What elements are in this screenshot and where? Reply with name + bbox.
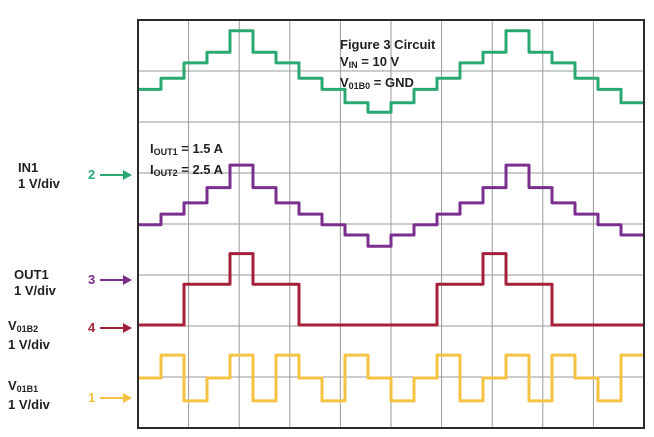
annotation-iout1: IOUT1 = 1.5 A [150,141,224,157]
channel-marker-2: 2 [88,167,95,182]
channel-label-in1: IN1 1 V/div [18,160,60,191]
annotation-vin: VIN = 10 V [340,54,400,70]
annotation-mid: IOUT1 = 1.5 A IOUT2 = 2.5 A [150,140,223,182]
annotation-title: Figure 3 Circuit [340,37,436,52]
traces [138,29,644,403]
channel-marker-3: 3 [88,272,95,287]
channel-marker-1: 1 [88,390,95,405]
channel-number-3: 3 [88,272,96,287]
channel-label-v01b2: V01B2 1 V/div [8,318,50,352]
trace-channel-3 [138,163,644,248]
annotation-iout2: IOUT2 = 2.5 A [150,162,224,178]
annotation-top: Figure 3 Circuit VIN = 10 V V01B0 = GND [340,36,435,95]
channel-number-2: 2 [88,167,96,182]
channel-marker-4: 4 [88,320,95,335]
annotation-v01b0: V01B0 = GND [340,75,414,91]
channel-label-v01b1: V01B1 1 V/div [8,378,50,412]
trace-channel-2 [138,29,644,114]
channel-number-4: 4 [88,320,96,335]
grid [138,20,644,428]
trace-channel-4 [138,252,644,327]
trace-channel-1 [138,353,644,403]
channel-label-out1: OUT1 1 V/div [14,267,56,298]
plot-border [137,19,645,429]
channel-number-1: 1 [88,390,96,405]
